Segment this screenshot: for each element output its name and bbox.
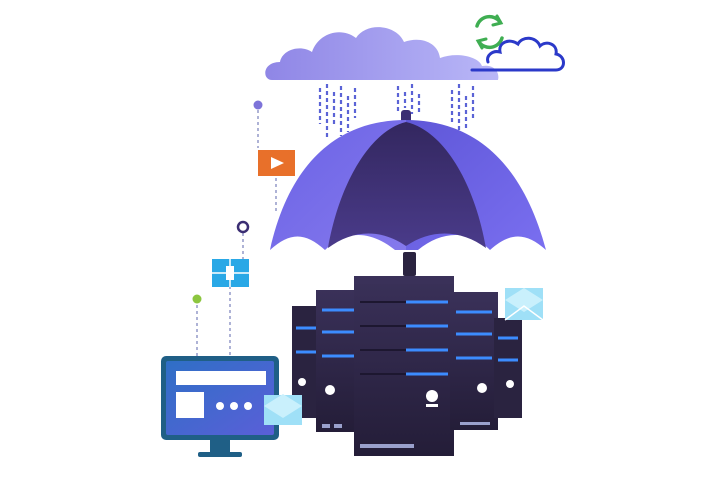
server-rack-icon (292, 276, 522, 456)
sync-icon (475, 14, 504, 50)
data-rain-icon (318, 84, 475, 140)
envelope-icon (504, 288, 544, 321)
connector-lines (196, 110, 277, 356)
cloud-icon (265, 27, 499, 80)
archive-icon (212, 259, 249, 287)
outline-cloud-icon (470, 36, 565, 72)
envelope-icon (264, 394, 302, 425)
monitor-icon (161, 356, 279, 457)
dot-purple-icon (253, 100, 263, 110)
umbrella-icon (270, 110, 546, 276)
ring-icon (236, 220, 250, 234)
dot-green-icon (192, 294, 202, 304)
play-icon (258, 150, 295, 176)
